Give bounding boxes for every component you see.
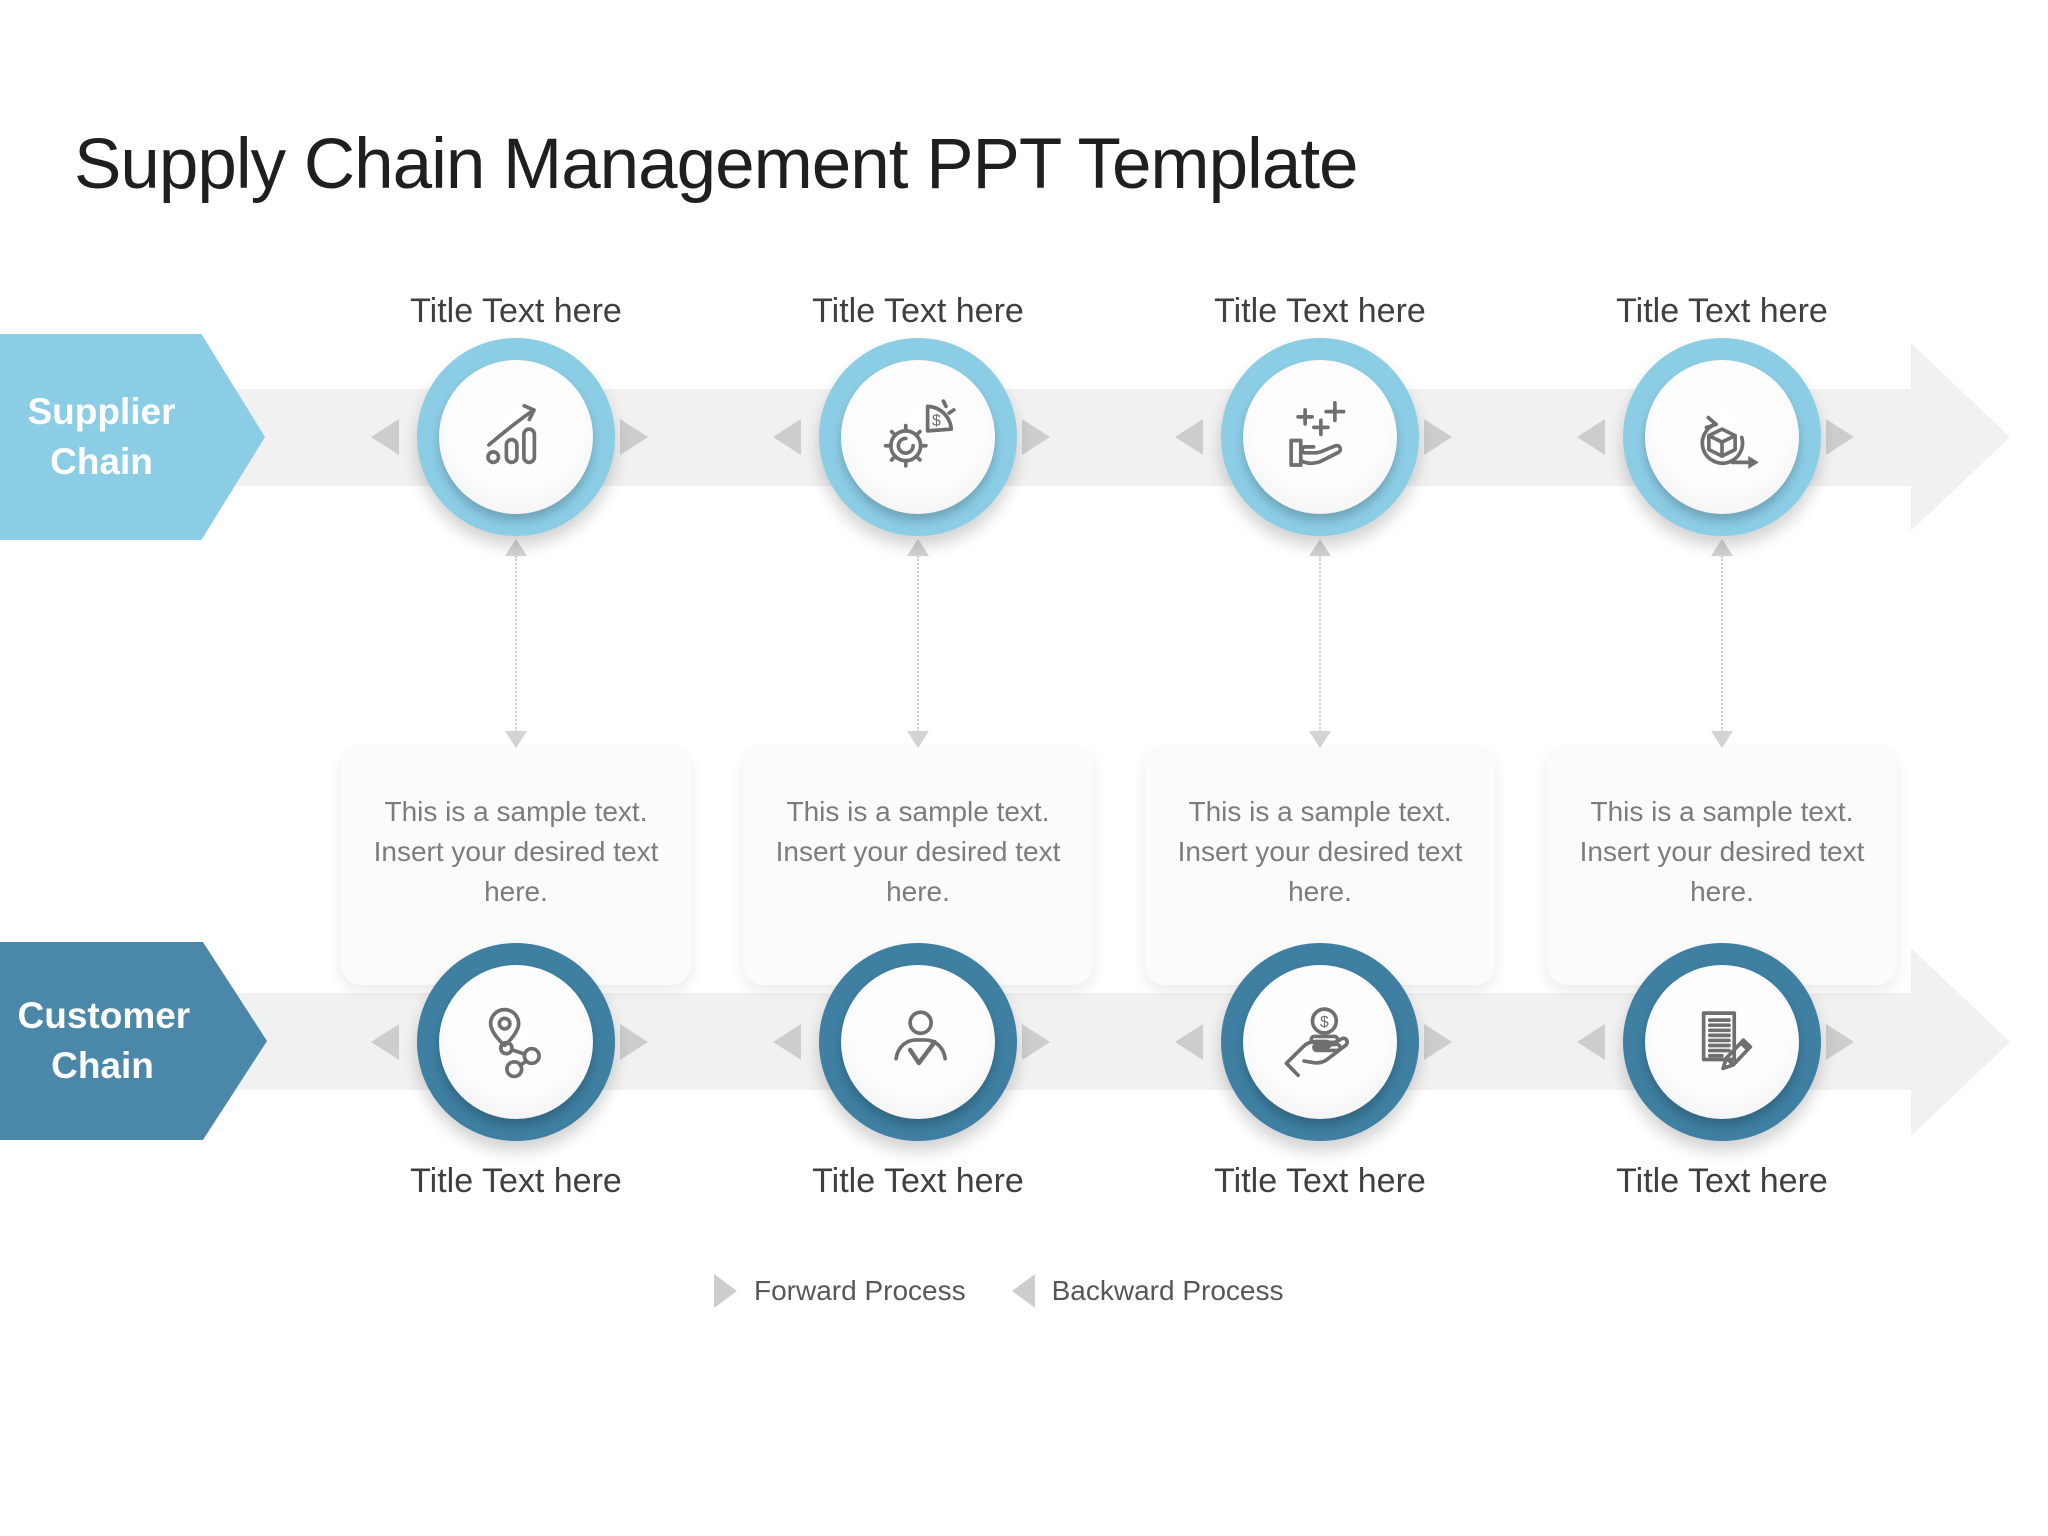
connector-up-arrow-icon bbox=[1711, 539, 1733, 556]
customer-step-title[interactable]: Title Text here bbox=[1616, 1162, 1828, 1200]
supplier-step-node[interactable] bbox=[1221, 338, 1419, 536]
backward-step-arrow-icon bbox=[371, 419, 399, 455]
customer-chain-label-text: Customer Chain bbox=[17, 995, 191, 1086]
backward-step-arrow-icon bbox=[1175, 1024, 1203, 1060]
connector-down-arrow-icon bbox=[1711, 731, 1733, 748]
sample-text-card[interactable]: This is a sample text. Insert your desir… bbox=[1547, 748, 1897, 985]
supplier-step-node[interactable]: $ bbox=[819, 338, 1017, 536]
connector-up-arrow-icon bbox=[505, 539, 527, 556]
supplier-step-node[interactable] bbox=[417, 338, 615, 536]
supplier-step-title[interactable]: Title Text here bbox=[1616, 292, 1828, 330]
customer-step-title[interactable]: Title Text here bbox=[812, 1162, 1024, 1200]
forward-step-arrow-icon bbox=[1022, 1024, 1050, 1060]
legend-item-forward: Forward Process bbox=[714, 1274, 966, 1308]
hand-coin-icon: $ bbox=[1278, 1000, 1362, 1084]
sample-text: This is a sample text. Insert your desir… bbox=[373, 796, 659, 907]
forward-step-arrow-icon bbox=[620, 1024, 648, 1060]
forward-step-arrow-icon bbox=[1424, 419, 1452, 455]
document-pencil-icon bbox=[1680, 1000, 1764, 1084]
forward-step-arrow-icon bbox=[1826, 1024, 1854, 1060]
legend-label: Forward Process bbox=[754, 1275, 966, 1306]
connector-up-arrow-icon bbox=[1309, 539, 1331, 556]
supplier-chain-label[interactable]: Supplier Chain bbox=[0, 334, 265, 540]
connector-down-arrow-icon bbox=[907, 731, 929, 748]
svg-text:$: $ bbox=[932, 413, 941, 430]
forward-step-arrow-icon bbox=[620, 419, 648, 455]
customer-step-title[interactable]: Title Text here bbox=[410, 1162, 622, 1200]
forward-arrow-icon bbox=[714, 1274, 737, 1308]
supplier-chain-label-text: Supplier Chain bbox=[27, 391, 176, 482]
node-inner-circle bbox=[1645, 965, 1799, 1119]
customer-step-node[interactable] bbox=[417, 943, 615, 1141]
supplier-band-arrowhead bbox=[1911, 343, 2010, 531]
legend-label: Backward Process bbox=[1051, 1275, 1284, 1306]
backward-step-arrow-icon bbox=[1175, 419, 1203, 455]
svg-text:$: $ bbox=[1320, 1014, 1329, 1031]
connector-up-arrow-icon bbox=[907, 539, 929, 556]
route-pin-icon bbox=[474, 1000, 558, 1084]
dotted-connector bbox=[515, 556, 517, 732]
backward-step-arrow-icon bbox=[773, 1024, 801, 1060]
sample-text: This is a sample text. Insert your desir… bbox=[775, 796, 1061, 907]
supplier-step-title[interactable]: Title Text here bbox=[1214, 292, 1426, 330]
legend: Forward Process Backward Process bbox=[714, 1274, 1284, 1308]
forward-step-arrow-icon bbox=[1022, 419, 1050, 455]
supplier-step-node[interactable] bbox=[1623, 338, 1821, 536]
node-inner-circle bbox=[1243, 360, 1397, 514]
connector-down-arrow-icon bbox=[1309, 731, 1331, 748]
customer-band-arrowhead bbox=[1911, 948, 2010, 1136]
supplier-step-title[interactable]: Title Text here bbox=[410, 292, 622, 330]
hand-sparkles-icon bbox=[1278, 395, 1362, 479]
backward-step-arrow-icon bbox=[773, 419, 801, 455]
supplier-step-title[interactable]: Title Text here bbox=[812, 292, 1024, 330]
page-title[interactable]: Supply Chain Management PPT Template bbox=[74, 124, 1359, 204]
backward-arrow-icon bbox=[1011, 1274, 1035, 1308]
gear-pie-dollar-icon: $ bbox=[876, 395, 960, 479]
forward-step-arrow-icon bbox=[1424, 1024, 1452, 1060]
dotted-connector bbox=[1319, 556, 1321, 732]
node-inner-circle bbox=[1645, 360, 1799, 514]
customer-step-node[interactable]: $ bbox=[1221, 943, 1419, 1141]
node-inner-circle bbox=[439, 965, 593, 1119]
backward-step-arrow-icon bbox=[1577, 1024, 1605, 1060]
legend-item-backward: Backward Process bbox=[1011, 1274, 1284, 1308]
node-inner-circle bbox=[841, 965, 995, 1119]
backward-step-arrow-icon bbox=[371, 1024, 399, 1060]
customer-chain-label[interactable]: Customer Chain bbox=[0, 942, 267, 1140]
customer-step-node[interactable] bbox=[1623, 943, 1821, 1141]
person-check-icon bbox=[876, 1000, 960, 1084]
customer-step-node[interactable] bbox=[819, 943, 1017, 1141]
node-inner-circle bbox=[439, 360, 593, 514]
node-inner-circle: $ bbox=[841, 360, 995, 514]
growth-chart-icon bbox=[474, 395, 558, 479]
dotted-connector bbox=[917, 556, 919, 732]
forward-step-arrow-icon bbox=[1826, 419, 1854, 455]
connector-down-arrow-icon bbox=[505, 731, 527, 748]
customer-step-title[interactable]: Title Text here bbox=[1214, 1162, 1426, 1200]
sample-text: This is a sample text. Insert your desir… bbox=[1579, 796, 1865, 907]
backward-step-arrow-icon bbox=[1577, 419, 1605, 455]
sample-text-card[interactable]: This is a sample text. Insert your desir… bbox=[1145, 748, 1495, 985]
dotted-connector bbox=[1721, 556, 1723, 732]
node-inner-circle: $ bbox=[1243, 965, 1397, 1119]
sample-text: This is a sample text. Insert your desir… bbox=[1177, 796, 1463, 907]
agile-cube-icon bbox=[1680, 395, 1764, 479]
